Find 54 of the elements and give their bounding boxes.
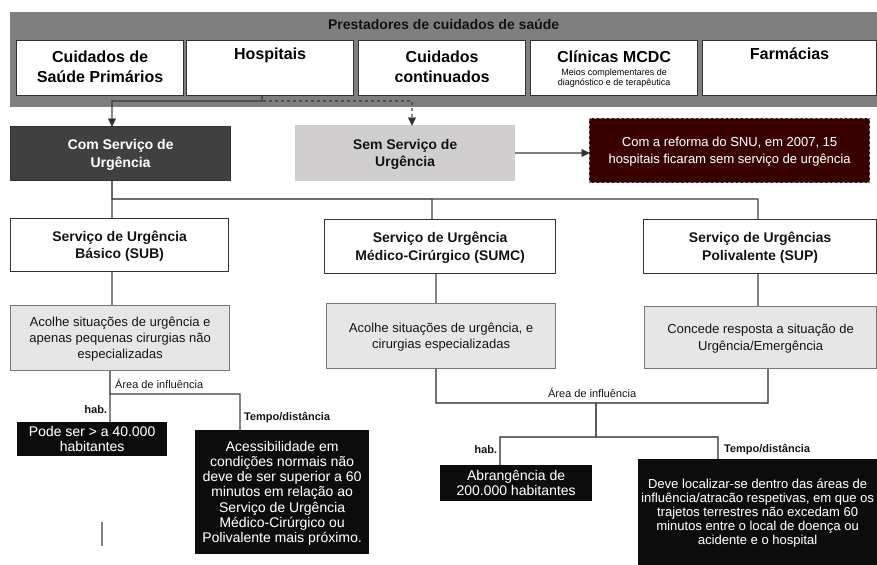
node-label: Acolhe situações de urgência, e cirurgias especializadas xyxy=(348,320,534,352)
criterion-box xyxy=(638,459,877,565)
criterion-box xyxy=(17,422,167,456)
node-label: Cuidados de Saúde Primários xyxy=(36,48,164,88)
category-box xyxy=(358,40,526,96)
node-label: Deve localizar-se dentro das áreas de influência/atracão respetivas, em que os trajetos terrestres não excedam 60 minutos entre o local de doença ou acidente e o hospital xyxy=(641,476,874,548)
node-subtitle: Meios complementares de diagnóstico e de terapêutica xyxy=(556,68,672,88)
connector xyxy=(757,274,759,306)
connector xyxy=(515,148,590,158)
branch-label: Tempo/distância xyxy=(724,443,810,455)
description-box xyxy=(326,303,556,369)
node-label: Cuidados continuados xyxy=(393,48,491,88)
connector xyxy=(109,371,241,430)
connector xyxy=(108,96,263,127)
note-box xyxy=(589,118,870,183)
node-label: Serviço de Urgência Básico (SUB) xyxy=(51,228,188,262)
node-label: Acessibilidade em condições normais não deve de ser superior a 60 minutos em relação ao Serviço de Urgência Médico-Cirúrgico ou Polivalente mais próximo. xyxy=(201,439,363,545)
node-label: Farmácias xyxy=(750,45,830,65)
connector xyxy=(111,181,759,219)
node-label: Com Serviço de Urgência xyxy=(66,136,174,171)
node-label: Clínicas MCDC xyxy=(557,48,671,68)
branch-label: Área de influência xyxy=(115,379,204,391)
branch-label: Área de influência xyxy=(548,388,636,400)
node-label: Hospitais xyxy=(234,45,306,65)
category-box xyxy=(295,125,515,181)
node-label: Com a reforma do SNU, em 2007, 15 hospitais ficaram sem serviço de urgência xyxy=(608,134,851,167)
node-label: Concede resposta a situação de Urgência/Emergência xyxy=(666,321,855,354)
category-box xyxy=(186,40,354,96)
category-box xyxy=(530,40,698,96)
node-label: Acolhe situações de urgência e apenas pequenas cirurgias não especializadas xyxy=(28,314,212,362)
branch-label: Tempo/distância xyxy=(244,411,330,423)
category-box xyxy=(702,40,877,96)
connector xyxy=(111,272,113,305)
description-box xyxy=(644,306,877,369)
service-box xyxy=(10,218,229,272)
service-box xyxy=(643,219,877,274)
node-label: Sem Serviço de Urgência xyxy=(352,136,458,170)
connector xyxy=(595,369,769,459)
category-box xyxy=(10,126,231,181)
node-label: Serviço de Urgências Polivalente (SUP) xyxy=(688,229,832,264)
criterion-box xyxy=(440,465,592,501)
criterion-box xyxy=(195,430,369,554)
branch-label: hab. xyxy=(474,444,497,456)
node-label: Pode ser > a 40.000 habitantes xyxy=(28,424,156,454)
connector xyxy=(261,96,416,126)
description-box xyxy=(10,305,230,371)
node-label: Abrangência de 200.000 habitantes xyxy=(455,468,577,498)
category-band xyxy=(10,12,877,107)
connector xyxy=(435,274,437,303)
node-label: Serviço de Urgência Médico-Cirúrgico (SUMC) xyxy=(354,229,526,264)
service-box xyxy=(324,219,556,274)
branch-label: hab. xyxy=(84,404,107,416)
category-box xyxy=(16,40,184,96)
band-heading: Prestadores de cuidados de saúde xyxy=(328,16,560,34)
